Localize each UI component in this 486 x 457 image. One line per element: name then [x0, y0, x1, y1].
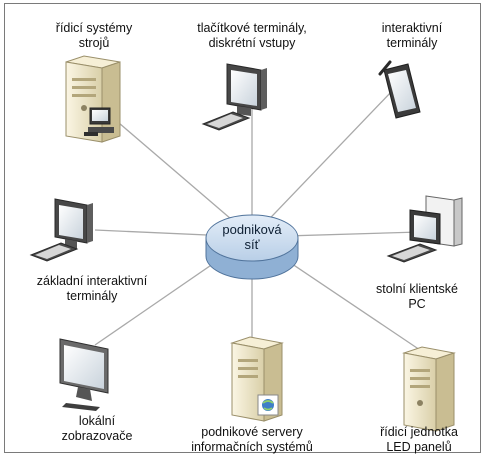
label-line: LED panelů [386, 440, 452, 454]
network-hub-icon [205, 214, 299, 280]
label-line: terminály [66, 289, 118, 303]
lcd-monitor-icon [59, 338, 109, 411]
label-line: interaktivní [381, 21, 443, 35]
label-led-control: řídicí jednotka LED panelů [364, 425, 474, 455]
monitor-keyboard-icon [29, 198, 93, 262]
hub-label-line2: síť [244, 237, 260, 252]
monitor-keyboard-icon [201, 63, 267, 131]
label-line: základní interaktivní [36, 274, 148, 288]
server-tower-with-pc-icon [65, 55, 121, 143]
link-machine-control [111, 116, 253, 238]
label-button-terminals: tlačítkové terminály, diskrétní vstupy [172, 21, 332, 51]
label-line: diskrétní vstupy [208, 36, 296, 50]
label-line: strojů [78, 36, 110, 50]
hub-label-line1: podniková [222, 222, 282, 237]
server-tower-icon [402, 346, 456, 432]
label-line: podnikové servery [201, 425, 303, 439]
label-machine-control: řídicí systémy strojů [24, 21, 164, 51]
tablet-stylus-icon [378, 60, 421, 119]
label-line: terminály [386, 36, 438, 50]
label-info-servers: podnikové servery informačních systémů [172, 425, 332, 455]
label-line: řídicí jednotka [380, 425, 458, 439]
label-line: informačních systémů [191, 440, 313, 454]
label-desktop-pc: stolní klientské PC [362, 282, 472, 312]
label-local-displays: lokální zobrazovače [42, 414, 152, 444]
label-line: řídicí systémy [55, 21, 133, 35]
link-interactive-terminals [251, 89, 394, 238]
label-line: stolní klientské [376, 282, 458, 296]
hub-label: podniková síť [212, 222, 292, 252]
label-basic-interactive: základní interaktivní terminály [12, 274, 172, 304]
server-tower-globe-icon [230, 336, 284, 422]
label-interactive-terminals: interaktivní terminály [362, 21, 462, 51]
desktop-pc-icon [386, 195, 463, 263]
label-line: lokální [78, 414, 116, 428]
label-line: PC [408, 297, 426, 311]
label-line: zobrazovače [61, 429, 133, 443]
label-line: tlačítkové terminály, [197, 21, 307, 35]
